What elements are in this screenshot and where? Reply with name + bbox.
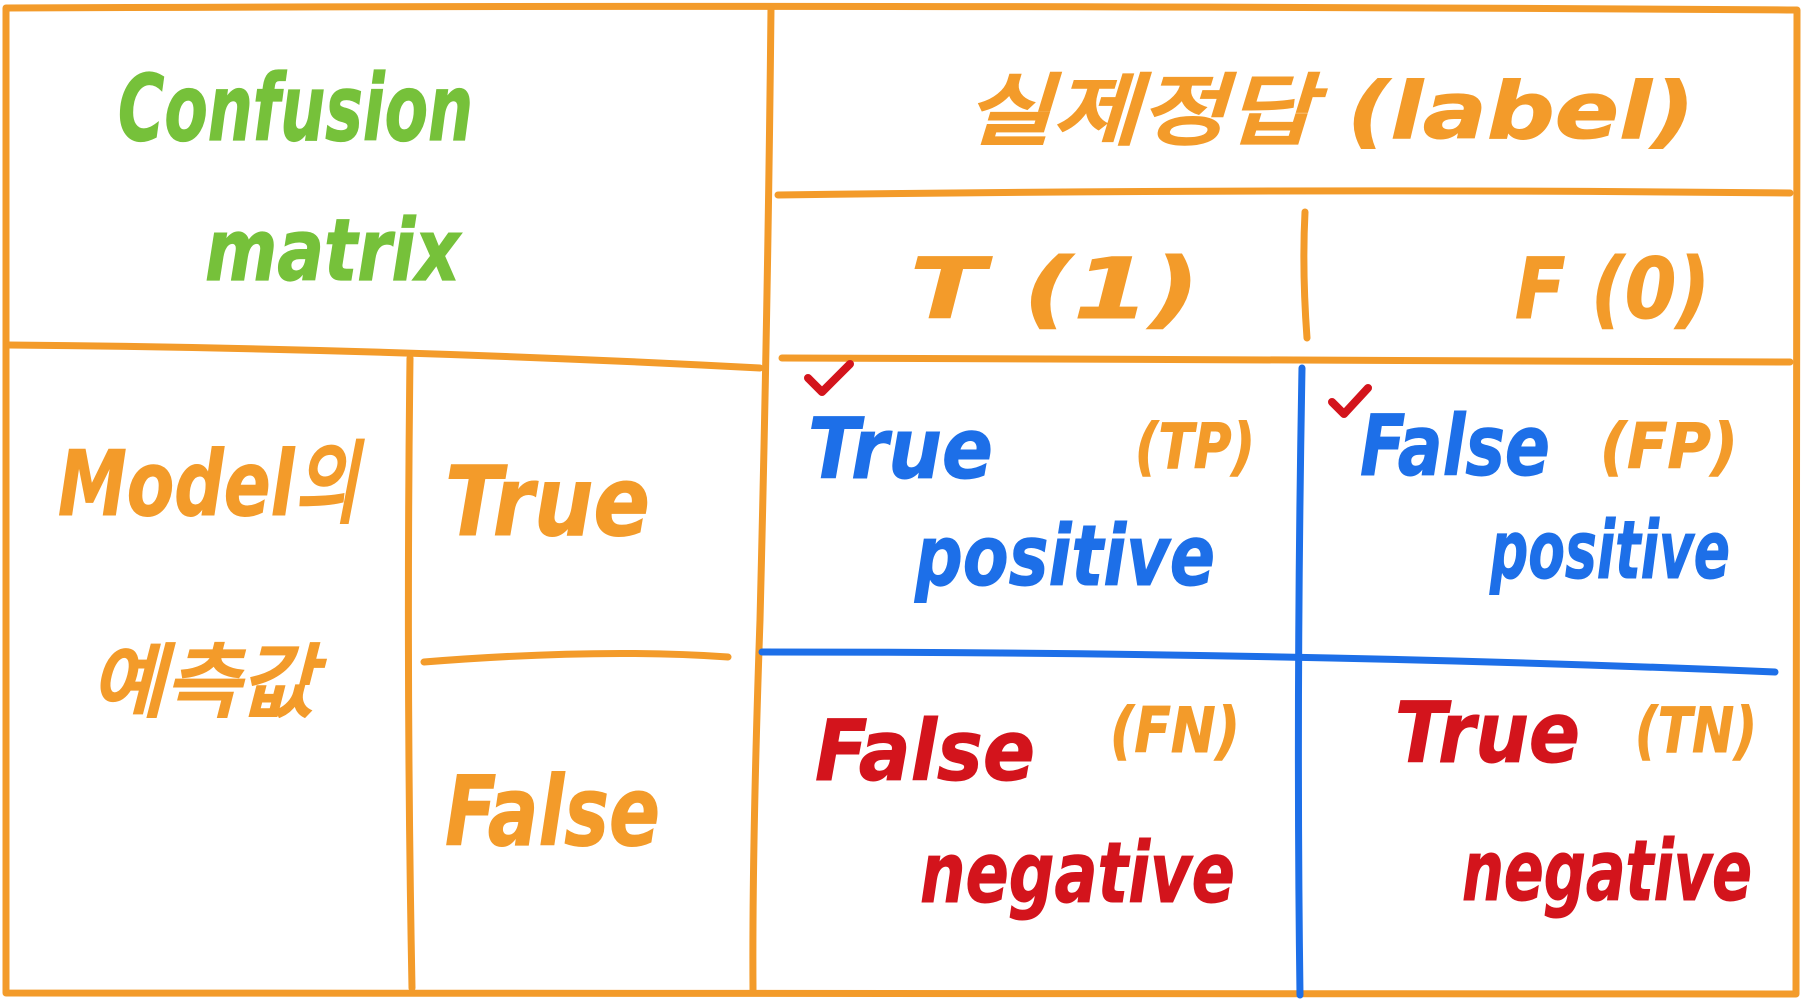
tp-line-2: positive: [914, 507, 1215, 605]
fp-line-2: positive: [1489, 504, 1730, 597]
fp-line-1: False: [1360, 397, 1550, 495]
actual-classes-separator: [1300, 208, 1311, 342]
actual-class-positive: T (1): [910, 240, 1200, 338]
main-vertical-divider: [749, 4, 775, 994]
fn-line-1: False: [815, 702, 1035, 800]
fn-line-2: negative: [920, 824, 1235, 922]
tn-line-1: True: [1395, 684, 1580, 782]
cells-horizontal-divider: [758, 648, 1779, 676]
predicted-header-line-2: 예측값: [90, 636, 327, 729]
left-horizontal-divider: [4, 341, 764, 372]
tp-abbr: (TP): [1135, 410, 1255, 483]
fp-checkmark-icon: [1328, 384, 1372, 418]
cells-vertical-divider: [1294, 364, 1306, 999]
fp-abbr: (FP): [1600, 410, 1738, 483]
title-line-2: matrix: [205, 201, 462, 301]
predicted-class-true: True: [445, 446, 650, 558]
tp-line-1: True: [808, 400, 993, 498]
fn-abbr: (FN): [1110, 694, 1240, 767]
tn-line-2: negative: [1462, 822, 1752, 920]
tp-checkmark-icon: [804, 360, 854, 396]
actual-header: 실제정답 (label): [965, 67, 1695, 157]
predicted-classes-column-divider: [404, 354, 416, 992]
title-line-1: Confusion: [118, 55, 473, 162]
actual-header-divider: [774, 187, 1794, 199]
predicted-header-line-1: Model의: [58, 432, 365, 537]
tn-abbr: (TN): [1635, 694, 1757, 767]
predicted-classes-separator: [420, 649, 732, 666]
actual-classes-divider: [778, 354, 1794, 366]
actual-class-negative: F (0): [1515, 240, 1710, 338]
predicted-class-false: False: [445, 756, 660, 868]
